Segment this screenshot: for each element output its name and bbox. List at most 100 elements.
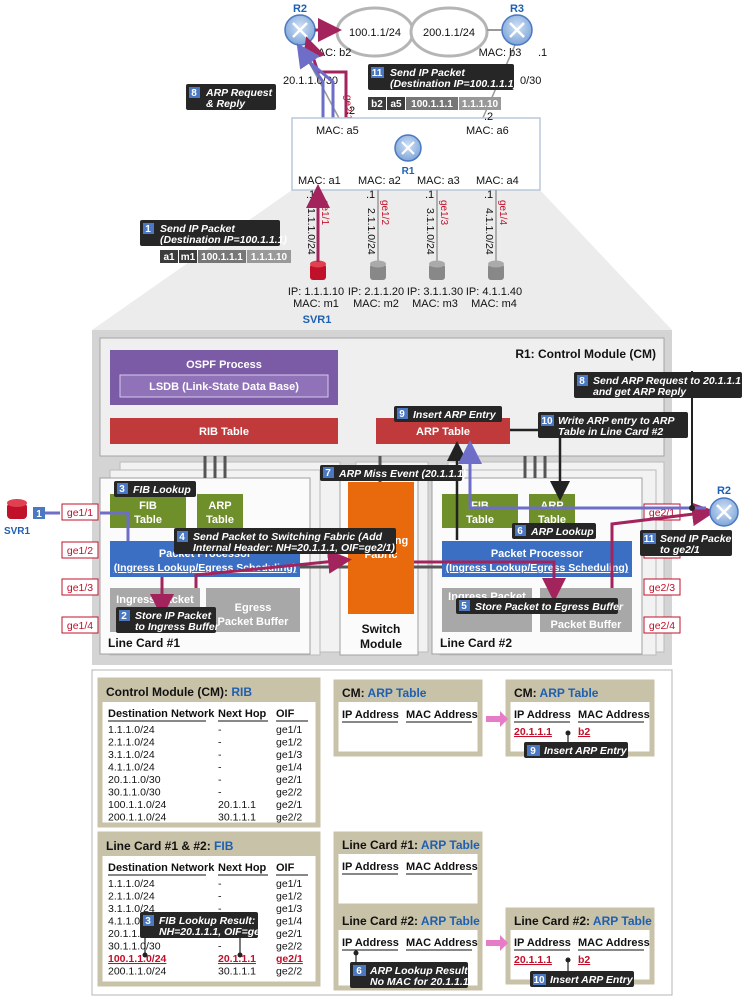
route-cell: 200.1.1.0/24 bbox=[108, 966, 167, 978]
port-label: ge2/3 bbox=[649, 582, 675, 594]
callout-10-write-arp: 10 Write ARP entry to ARP Table in Line … bbox=[538, 412, 688, 438]
route-cell: ge1/3 bbox=[276, 749, 302, 761]
r1-port-dot1: .1 bbox=[484, 189, 493, 201]
lc1-arp-panel-header bbox=[336, 834, 480, 854]
r1-port-mac: MAC: a2 bbox=[358, 175, 401, 187]
server-icon-top bbox=[310, 260, 326, 268]
pkt-top-dst-ip: 100.1.1.1 bbox=[411, 99, 453, 110]
svg-text:& Reply: & Reply bbox=[206, 98, 246, 110]
svr1-step-badge bbox=[33, 507, 45, 519]
arp-reply-arrow bbox=[296, 43, 325, 120]
route-cell: ge2/1 bbox=[276, 799, 302, 811]
svg-text:to Ingress Buffer: to Ingress Buffer bbox=[135, 621, 220, 633]
router-r2-right-name: R2 bbox=[717, 485, 731, 497]
svg-text:and get ARP Reply: and get ARP Reply bbox=[593, 386, 687, 398]
packet-bottom: a1 m1 100.1.1.1 1.1.1.10 bbox=[160, 250, 291, 263]
route-cell: 2.1.1.0/24 bbox=[108, 891, 155, 903]
r1-port-dot1: .1 bbox=[366, 189, 375, 201]
lc2-pp-label: Packet Processor bbox=[491, 548, 584, 560]
svg-text:Insert ARP Entry: Insert ARP Entry bbox=[550, 974, 634, 986]
svg-text:Send ARP Request to 20.1.1.1: Send ARP Request to 20.1.1.1 bbox=[593, 375, 741, 387]
route-cell: ge2/1 bbox=[276, 953, 303, 965]
cm-arp-table-box bbox=[376, 418, 510, 444]
route-cell: - bbox=[218, 941, 222, 953]
lc2-arp-panel-filled-title: Line Card #2: ARP Table bbox=[514, 914, 652, 928]
cm-arp-panel-filled-title: CM: ARP Table bbox=[514, 686, 599, 700]
server-icon-top bbox=[370, 260, 386, 268]
switch-module-label-2: Module bbox=[360, 637, 402, 651]
pkt-bottom-src-ip: 1.1.1.10 bbox=[251, 252, 288, 263]
route-cell: 4.1.1.0/24 bbox=[108, 762, 155, 774]
lc2-arp-panel-empty-header bbox=[336, 910, 480, 930]
r1-port-dot1: .1 bbox=[306, 189, 315, 201]
route-cell: 200.1.1.0/24 bbox=[108, 812, 167, 824]
lc1-egress-buffer bbox=[206, 588, 300, 632]
server-icon bbox=[370, 264, 386, 280]
callout-9-insert-arp: 9 Insert ARP Entry bbox=[394, 406, 502, 422]
arp-entry-mac: b2 bbox=[578, 954, 590, 966]
route-cell: 1.1.1.0/24 bbox=[108, 724, 155, 736]
server-icon-top bbox=[429, 260, 445, 268]
arp-req-arrow bbox=[306, 58, 335, 120]
route-cell: ge1/4 bbox=[276, 916, 302, 928]
r1-port-subnet: 1.1.1.0/24 bbox=[305, 208, 317, 255]
svg-text:10: 10 bbox=[533, 975, 545, 986]
lc2-arp-transition-arrow bbox=[486, 935, 508, 951]
r1-port-name: ge1/2 bbox=[379, 200, 390, 225]
lc2-egress-label: Packet Buffer bbox=[551, 619, 623, 631]
route-cell: 1.1.1.0/24 bbox=[108, 878, 155, 890]
route-cell: - bbox=[218, 878, 222, 890]
route-col-header: Destination Network bbox=[108, 862, 215, 874]
rib-table-label: RIB Table bbox=[199, 426, 249, 438]
rib-table-box bbox=[110, 418, 338, 444]
arp-col-mac: MAC Address bbox=[406, 861, 478, 873]
lc1-fib-table bbox=[110, 494, 186, 528]
zoom-funnel bbox=[92, 190, 672, 330]
route-cell: 30.1.1.0/30 bbox=[108, 941, 161, 953]
route-cell: 3.1.1.0/24 bbox=[108, 749, 155, 761]
lc1-ingress-label: Ingress Packet bbox=[116, 594, 194, 606]
server-ip: IP: 3.1.1.30 bbox=[407, 286, 463, 298]
lsdb-label: LSDB (Link-State Data Base) bbox=[149, 381, 299, 393]
r2-mac: MAC: b2 bbox=[309, 47, 352, 59]
route-cell: - bbox=[218, 724, 222, 736]
svg-text:11: 11 bbox=[644, 534, 655, 545]
router-r3-name: R3 bbox=[510, 3, 524, 15]
svg-text:6: 6 bbox=[356, 966, 362, 977]
svg-text:(Destination IP=100.1.1.1): (Destination IP=100.1.1.1) bbox=[390, 78, 517, 90]
route-cell: ge2/2 bbox=[276, 941, 302, 953]
port-label-box bbox=[61, 541, 99, 559]
r1-mac-a6: MAC: a6 bbox=[466, 125, 509, 137]
arp-reply-to-cm-arrow bbox=[458, 440, 706, 510]
junction-dot bbox=[689, 505, 695, 511]
r1-dot2-right: .2 bbox=[484, 111, 493, 123]
r1-port-subnet: 3.1.1.0/24 bbox=[424, 208, 436, 255]
route-cell: ge2/2 bbox=[276, 787, 302, 799]
svg-text:ARP Request: ARP Request bbox=[205, 87, 273, 99]
svg-text:ARP Miss Event (20.1.1.1): ARP Miss Event (20.1.1.1) bbox=[338, 468, 467, 480]
svg-text:Send IP Packet: Send IP Packet bbox=[660, 533, 735, 545]
tables-section: Control Module (CM): RIB Destination Net… bbox=[91, 669, 673, 996]
cm-arp-panel-empty-header bbox=[336, 682, 480, 702]
callout-8-arp-request-reply: 8 ARP Request & Reply bbox=[186, 84, 276, 110]
route-cell: - bbox=[218, 787, 222, 799]
callout-11-send-to-ge21: 11 Send IP Packet to ge2/1 bbox=[640, 530, 735, 556]
svg-text:4: 4 bbox=[179, 532, 185, 543]
cm-arp-transition-arrow bbox=[486, 711, 508, 727]
to-fabric-arrow bbox=[194, 549, 352, 588]
control-module-title: R1: Control Module (CM) bbox=[515, 347, 656, 361]
callout-4-send-to-fabric: 4 Send Packet to Switching Fabric (Add I… bbox=[174, 528, 396, 554]
callout-6-arp-lookup: 6 ARP Lookup bbox=[512, 523, 596, 539]
callout-11-send-packet: 11 Send IP Packet (Destination IP=100.1.… bbox=[368, 64, 517, 90]
route-cell: ge2/2 bbox=[276, 812, 302, 824]
r1-port-dot1: .1 bbox=[425, 189, 434, 201]
route-col-header: Destination Network bbox=[108, 708, 215, 720]
route-cell: ge1/2 bbox=[276, 737, 302, 749]
server-icon bbox=[488, 264, 504, 280]
callout-5-store-egress: 5 Store Packet to Egress Buffer bbox=[456, 598, 624, 614]
cm-arp-panel-empty-title: CM: ARP Table bbox=[342, 686, 427, 700]
lc1-fib-label-2: Table bbox=[134, 514, 162, 526]
route-cell: 100.1.1.0/24 bbox=[108, 799, 167, 811]
